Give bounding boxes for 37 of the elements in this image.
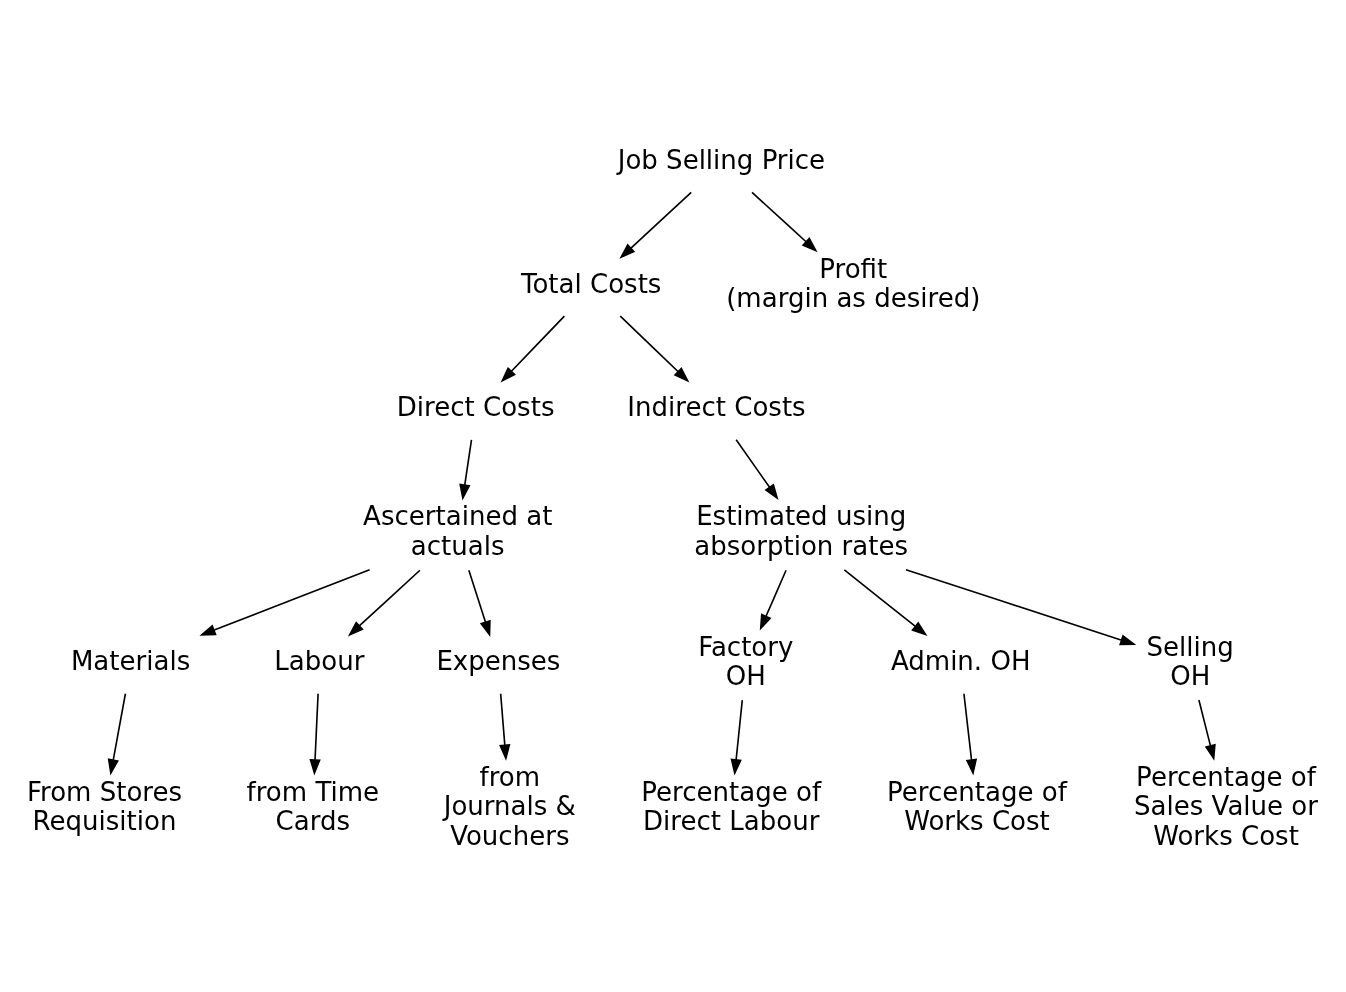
arrow: [963, 692, 978, 775]
arrow: [751, 191, 818, 252]
arrow: [759, 568, 787, 631]
node-text: Percentage of Sales Value or Works Cost: [1134, 761, 1319, 851]
arrow: [500, 314, 566, 383]
node-text: Estimated using absorption rates: [694, 500, 909, 561]
node-text: Job Selling Price: [617, 144, 826, 175]
node-text: Labour: [274, 645, 365, 676]
arrow: [619, 314, 690, 383]
arrow: [735, 438, 779, 500]
node-text: Percentage of Direct Labour: [641, 776, 822, 836]
arrow: [843, 568, 928, 636]
node-text: from Time Cards: [246, 776, 380, 836]
arrow: [905, 568, 1137, 645]
arrow: [1198, 698, 1216, 761]
arrow: [459, 438, 473, 500]
arrow: [107, 692, 127, 775]
arrow: [619, 191, 693, 259]
node-text: Admin. OH: [890, 645, 1031, 676]
arrow: [347, 568, 421, 636]
arrow: [468, 568, 491, 637]
node-text: Expenses: [436, 645, 561, 676]
node-text: Total Costs: [520, 268, 662, 299]
arrow: [309, 692, 321, 775]
arrow: [730, 698, 744, 775]
node-text: Materials: [70, 645, 191, 676]
node-text: Percentage of Works Cost: [887, 776, 1067, 836]
node-text: Indirect Costs: [627, 391, 806, 422]
arrow: [199, 568, 371, 636]
arrow: [499, 692, 511, 761]
node-text: Direct Costs: [396, 391, 555, 422]
node-text: Selling OH: [1146, 631, 1234, 691]
node-text: From Stores Requisition: [26, 776, 183, 836]
node-text: Profit (margin as desired): [726, 253, 981, 313]
node-text: Factory OH: [698, 631, 794, 691]
node-text: Ascertained at actuals: [363, 500, 553, 561]
node-text: from Journals & Vouchers: [443, 761, 576, 851]
